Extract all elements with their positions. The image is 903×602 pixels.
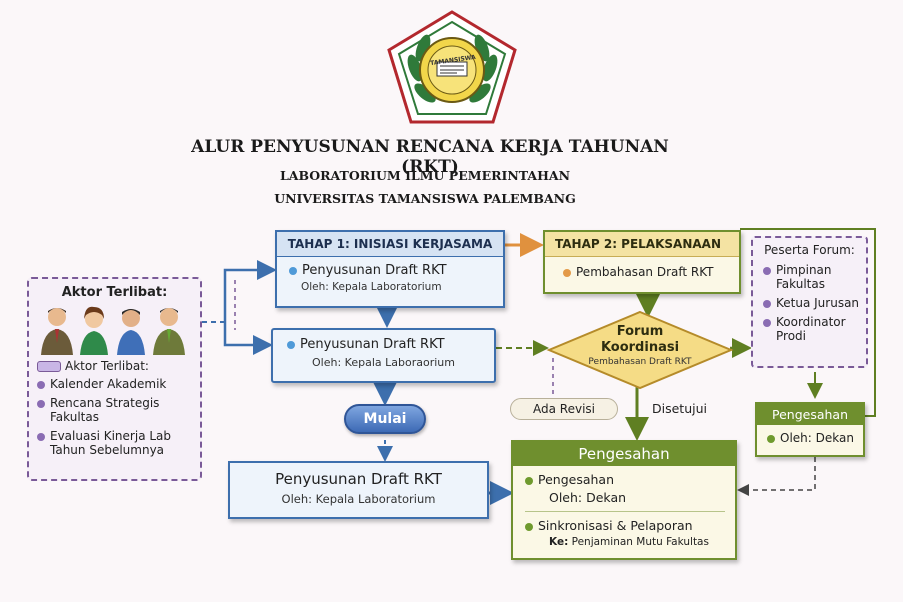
approval-divider: [525, 511, 725, 512]
legend-chip: [37, 361, 61, 372]
approval-small-item: Oleh: Dekan: [767, 431, 863, 445]
forum-diamond: [546, 310, 734, 390]
actors-list-caption: Aktor Terlibat:: [65, 359, 149, 373]
forum-title-line2: Koordinasi: [600, 340, 680, 355]
bullet-icon: [763, 267, 771, 275]
page-subtitle-university: UNIVERSITAS TAMANSISWA PALEMBANG: [274, 191, 576, 206]
stage2-item: Pembahasan Draft RKT: [563, 265, 739, 279]
participants-panel: Peserta Forum: Pimpinan Fakultas Ketua J…: [751, 236, 868, 368]
approval-item-sync-to: Ke: Penjaminan Mutu Fakultas: [549, 536, 709, 548]
stage2-box: TAHAP 2: PELAKSANAAN Pembahasan Draft RK…: [543, 230, 741, 294]
actors-title: Aktor Terlibat:: [61, 285, 168, 300]
bullet-icon: [763, 319, 771, 327]
bullet-icon: [37, 433, 45, 441]
page-subtitle-lab: LABORATORIUM ILMU PEMERINTAHAN: [279, 168, 571, 183]
university-logo: [387, 10, 517, 124]
stage1-title: TAHAP 1: INISIASI KERJASAMA: [277, 232, 503, 257]
draft-bottom-box: Penyusunan Draft RKT Oleh: Kepala Labora…: [228, 461, 489, 519]
draft-bottom-item: Penyusunan Draft RKT: [275, 470, 442, 488]
participant-item: Ketua Jurusan: [763, 296, 866, 310]
actors-panel: Aktor Terlibat: Aktor Terlibat: Kalender…: [27, 277, 202, 481]
forum-subtitle: Pembahasan Draft RKT: [588, 357, 692, 367]
approval-item-sync: Sinkronisasi & Pelaporan: [525, 518, 735, 533]
bullet-icon: [767, 434, 775, 443]
stage2-title: TAHAP 2: PELAKSANAAN: [545, 232, 739, 257]
people-illustration: [41, 306, 185, 355]
stage1-item: Penyusunan Draft RKT: [289, 263, 503, 278]
approval-small-title: Pengesahan: [757, 404, 863, 425]
draft-mid-box: Penyusunan Draft RKT Oleh: Kepala Labora…: [271, 328, 496, 383]
bullet-icon: [37, 400, 45, 408]
approval-main-box: Pengesahan Pengesahan Oleh: Dekan Sinkro…: [511, 440, 737, 560]
participant-item: Koordinator Prodi: [763, 315, 861, 343]
bullet-icon: [37, 381, 45, 389]
page-title: ALUR PENYUSUNAN RENCANA KERJA TAHUNAN (R…: [191, 137, 669, 177]
participant-item: Pimpinan Fakultas: [763, 263, 843, 291]
actors-legend-row: Aktor Terlibat:: [37, 359, 200, 373]
stage1-box: TAHAP 1: INISIASI KERJASAMA Penyusunan D…: [275, 230, 505, 308]
draft-bottom-by: Oleh: Kepala Laboratorium: [281, 492, 436, 506]
actor-item: Rencana Strategis Fakultas: [37, 396, 187, 424]
approval-small-box: Pengesahan Oleh: Dekan: [755, 402, 865, 457]
stage1-by: Oleh: Kepala Laboratorium: [301, 281, 442, 293]
bullet-icon: [289, 266, 297, 275]
approval-item-sign: Pengesahan: [525, 472, 735, 487]
connector-actors-to-draft: [202, 260, 277, 355]
connector-small-to-stage2: [740, 228, 876, 417]
bullet-icon: [763, 300, 771, 308]
participants-title: Peserta Forum:: [764, 243, 855, 257]
approval-main-title: Pengesahan: [513, 442, 735, 466]
actor-item: Evaluasi Kinerja Lab Tahun Sebelumnya: [37, 429, 197, 457]
start-button[interactable]: Mulai: [344, 404, 426, 434]
actor-item: Kalender Akademik: [37, 377, 200, 391]
bullet-icon: [525, 522, 533, 531]
approval-item-sign-by: Oleh: Dekan: [549, 490, 627, 505]
bullet-icon: [563, 268, 571, 277]
revision-badge: Ada Revisi: [510, 398, 618, 420]
draft-mid-item: Penyusunan Draft RKT: [287, 337, 494, 352]
bullet-icon: [287, 340, 295, 349]
draft-mid-by: Oleh: Kepala Laboraorium: [312, 356, 455, 369]
connector-small-to-approval: [737, 457, 816, 496]
approved-label: Disetujui: [652, 401, 707, 416]
forum-title-line1: Forum: [616, 324, 664, 339]
bullet-icon: [525, 476, 533, 485]
